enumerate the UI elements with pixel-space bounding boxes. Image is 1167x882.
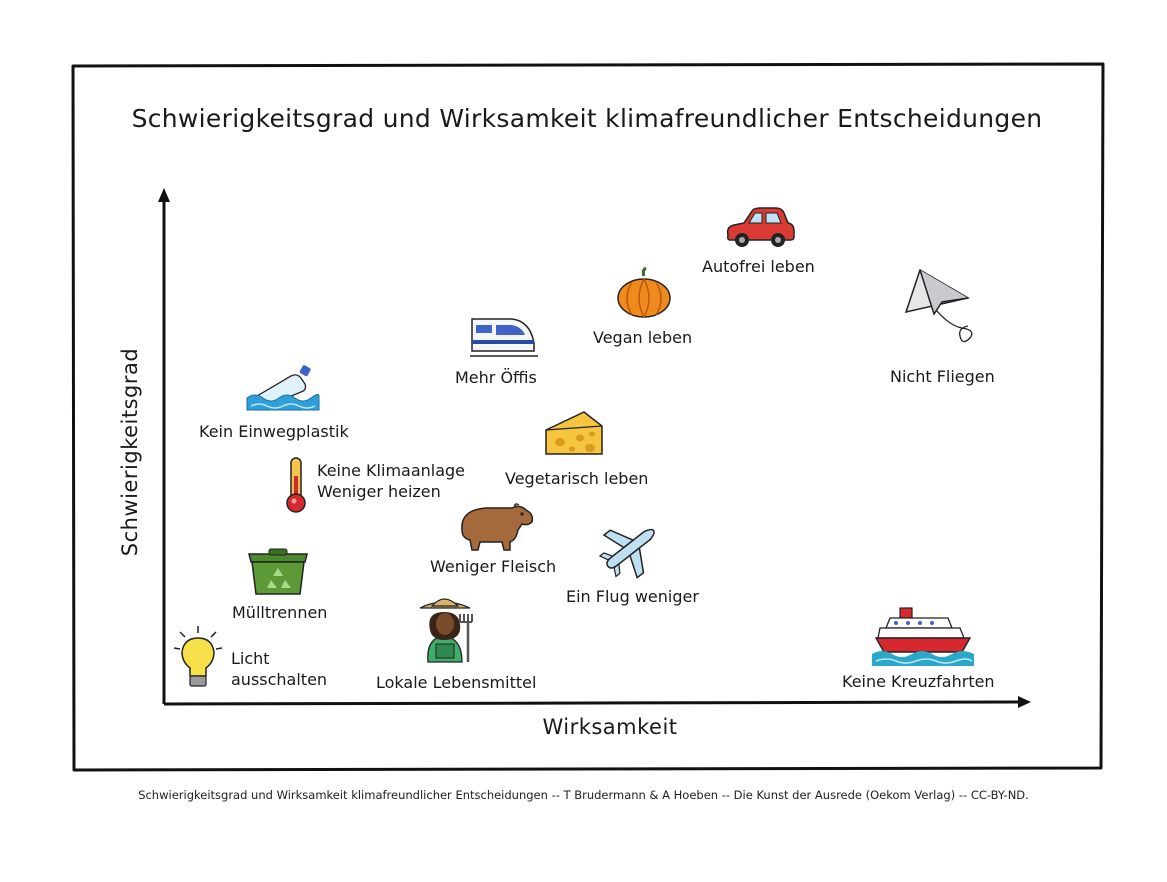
y-axis-label: Schwierigkeitsgrad xyxy=(118,347,142,557)
label-ein-flug: Ein Flug weniger xyxy=(566,587,699,606)
light-bulb-icon xyxy=(173,626,223,687)
label-klimaanlage-line1: Keine Klimaanlage xyxy=(317,461,466,480)
recycling-bin-icon xyxy=(248,548,308,595)
footer-credit: Schwierigkeitsgrad und Wirksamkeit klima… xyxy=(138,788,1029,802)
cheese-icon xyxy=(545,411,603,455)
label-klimaanlage-line2: Weniger heizen xyxy=(317,482,441,501)
label-kreuzfahrten: Keine Kreuzfahrten xyxy=(842,672,995,691)
pumpkin-icon xyxy=(617,266,671,318)
label-licht-line1: Licht xyxy=(231,649,270,668)
label-licht-line2: ausschalten xyxy=(231,670,328,689)
label-klimaanlage: Keine Klimaanlage Weniger heizen xyxy=(317,460,465,502)
label-nicht-fliegen: Nicht Fliegen xyxy=(890,367,995,386)
farmer-icon xyxy=(419,598,473,663)
plastic-bottle-icon xyxy=(246,365,320,411)
x-axis-line xyxy=(163,700,1021,706)
label-autofrei: Autofrei leben xyxy=(702,257,815,276)
label-licht: Licht ausschalten xyxy=(231,648,327,690)
label-muelltrennen: Mülltrennen xyxy=(232,603,328,622)
label-vegan: Vegan leben xyxy=(593,328,693,347)
car-icon xyxy=(726,207,795,247)
label-lokale: Lokale Lebensmittel xyxy=(376,673,537,692)
airplane-icon xyxy=(598,528,655,579)
label-einwegplastik: Kein Einwegplastik xyxy=(199,422,349,441)
label-weniger-fleisch: Weniger Fleisch xyxy=(430,557,557,576)
label-oeffis: Mehr Öffis xyxy=(455,368,537,387)
capybara-icon xyxy=(461,503,534,551)
train-icon xyxy=(470,318,538,357)
diagram-title: Schwierigkeitsgrad und Wirksamkeit klima… xyxy=(131,104,1043,133)
cruise-ship-icon xyxy=(872,607,974,666)
x-axis-arrow xyxy=(1018,696,1031,708)
paper-plane-icon xyxy=(904,268,973,343)
label-vegetarisch: Vegetarisch leben xyxy=(505,469,649,488)
x-axis-label: Wirksamkeit xyxy=(542,715,678,739)
thermometer-icon xyxy=(286,457,306,513)
y-axis-arrow xyxy=(158,188,170,202)
